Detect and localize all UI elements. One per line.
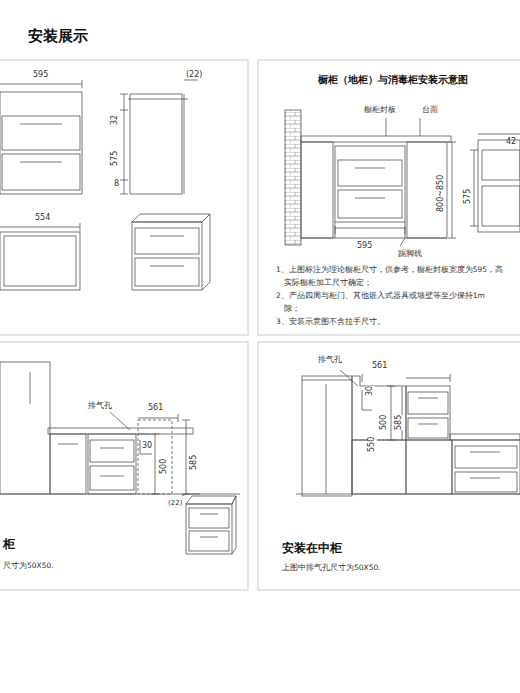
- dimension-label: 3、安装示意图不含拉手尺寸。: [276, 318, 385, 326]
- dimension-label: 8: [114, 180, 119, 189]
- dimension-label: 上图中排气孔尺寸为50X50.: [282, 564, 381, 572]
- dimension-label: 561: [372, 362, 387, 371]
- dimension-label: 30: [366, 386, 375, 396]
- dimension-label: (22): [168, 500, 182, 508]
- dimension-label: 585: [190, 455, 199, 470]
- dimension-label: 554: [35, 214, 50, 223]
- dimension-label: 800~850: [437, 175, 446, 212]
- dimension-label: 排气孔: [88, 402, 112, 411]
- heading-text: 橱柜（地柜）与消毒柜安装示意图: [318, 74, 468, 85]
- dimension-label: 595: [33, 71, 48, 80]
- dimension-label: 561: [148, 404, 163, 413]
- dimension-label: 575: [111, 151, 120, 166]
- dimension-label: 30: [142, 442, 152, 451]
- dimension-label: 排气孔: [318, 356, 342, 365]
- dimension-label: 500: [160, 459, 169, 474]
- dimension-label: 实际橱柜加工尺寸确定；: [284, 279, 372, 287]
- dimension-label: 橱柜封板: [364, 106, 396, 114]
- dimension-label: 575: [464, 189, 473, 204]
- dimension-label: 1、上图标注为理论橱柜尺寸，供参考，橱柜封板宽度为595，高: [276, 266, 503, 274]
- dimension-label: 595: [357, 242, 372, 251]
- dimension-label: 32: [111, 115, 120, 125]
- dimension-label: 585: [395, 415, 404, 430]
- dimension-label: 550: [368, 437, 377, 452]
- dimension-label: 尺寸为50X50.: [3, 562, 54, 570]
- heading-text: 柜: [3, 538, 15, 551]
- page-title: 安装展示: [28, 27, 88, 46]
- dimension-label: 踢脚线: [398, 250, 422, 258]
- dimension-label: 42: [506, 138, 516, 147]
- dimension-label: 隙；: [284, 305, 300, 313]
- dimension-label: 2、产品四周与柜门、其他嵌入式器具或墙壁等至少保持1m: [276, 292, 485, 300]
- dimension-label: (22): [186, 71, 202, 80]
- heading-text: 安装在中柜: [282, 542, 342, 555]
- dimension-label: 500: [380, 415, 389, 430]
- dimension-label: 台面: [422, 106, 438, 114]
